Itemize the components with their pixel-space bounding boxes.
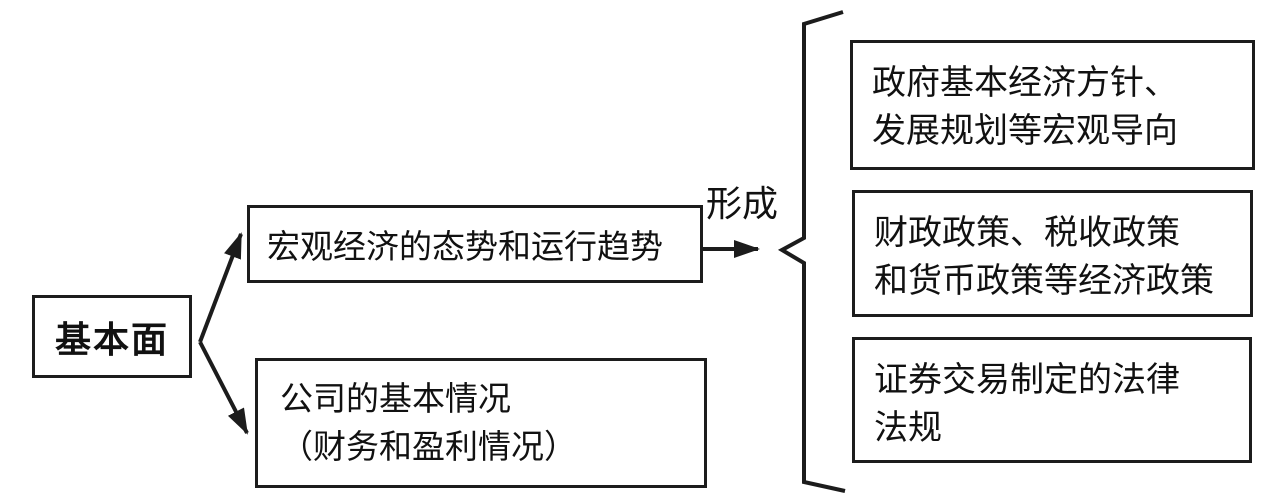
outcome-box-economic-policy: 财政政策、税收政策 和货币政策等经济政策 <box>852 190 1253 317</box>
arrow-label-forms: 形成 <box>706 183 779 224</box>
outcome-1-line1: 政府基本经济方针、 <box>872 64 1178 102</box>
outcome-box-securities-law: 证券交易制定的法律 法规 <box>852 337 1252 463</box>
branch-box-macro-economy: 宏观经济的态势和运行趋势 <box>247 205 703 283</box>
arrow-root-to-company <box>198 341 249 435</box>
outcome-2-line2: 和货币政策等经济政策 <box>874 262 1214 300</box>
outcome-3-line2: 法规 <box>874 409 942 447</box>
root-box-fundamentals: 基本面 <box>32 295 192 378</box>
outcome-3-line1: 证券交易制定的法律 <box>874 361 1180 399</box>
grouping-brace <box>777 10 846 493</box>
macro-box-label: 宏观经济的态势和运行趋势 <box>267 228 663 265</box>
outcome-2-line1: 财政政策、税收政策 <box>874 214 1180 252</box>
company-box-line1: 公司的基本情况 <box>280 380 511 417</box>
outcome-1-line2: 发展规划等宏观导向 <box>872 112 1178 150</box>
outcome-box-government-policy: 政府基本经济方针、 发展规划等宏观导向 <box>850 40 1255 170</box>
root-box-label: 基本面 <box>54 318 169 360</box>
arrow-root-to-macro <box>198 232 243 343</box>
branch-box-company: 公司的基本情况 （财务和盈利情况） <box>255 358 707 488</box>
company-box-line2: （财务和盈利情况） <box>280 428 577 465</box>
